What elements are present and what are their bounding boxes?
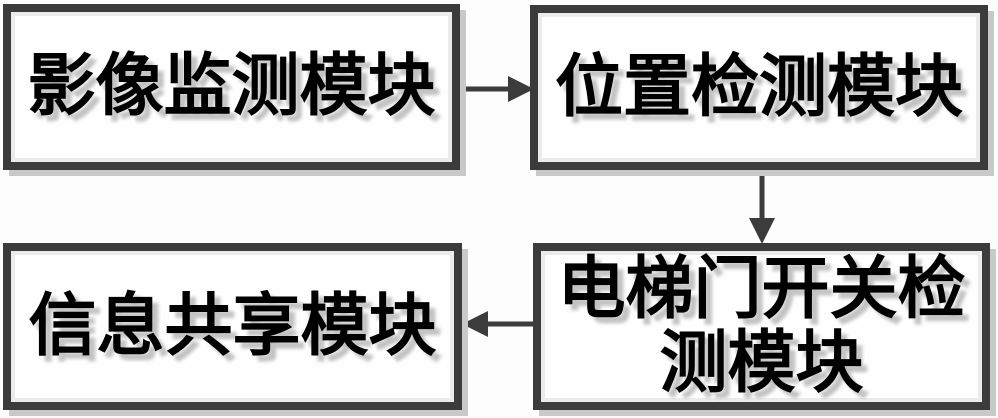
node-label-information-sharing: 信息共享模块 (28, 285, 437, 366)
node-information-sharing-module: 信息共享模块 (3, 243, 462, 410)
node-elevator-door-switch-detection-module: 电梯门开关检测模块 (533, 243, 990, 410)
arrow-image-to-position-icon (457, 76, 534, 102)
node-label-elevator-door-switch-detection: 电梯门开关检测模块 (557, 249, 966, 403)
node-label-position-detection: 位置检测模块 (554, 46, 963, 127)
arrow-door-to-info-icon (462, 311, 537, 337)
node-label-image-monitoring: 影像监测模块 (27, 46, 436, 127)
node-image-monitoring-module: 影像监测模块 (3, 4, 460, 170)
node-position-detection-module: 位置检测模块 (530, 5, 988, 170)
arrow-position-to-door-icon (749, 167, 775, 244)
